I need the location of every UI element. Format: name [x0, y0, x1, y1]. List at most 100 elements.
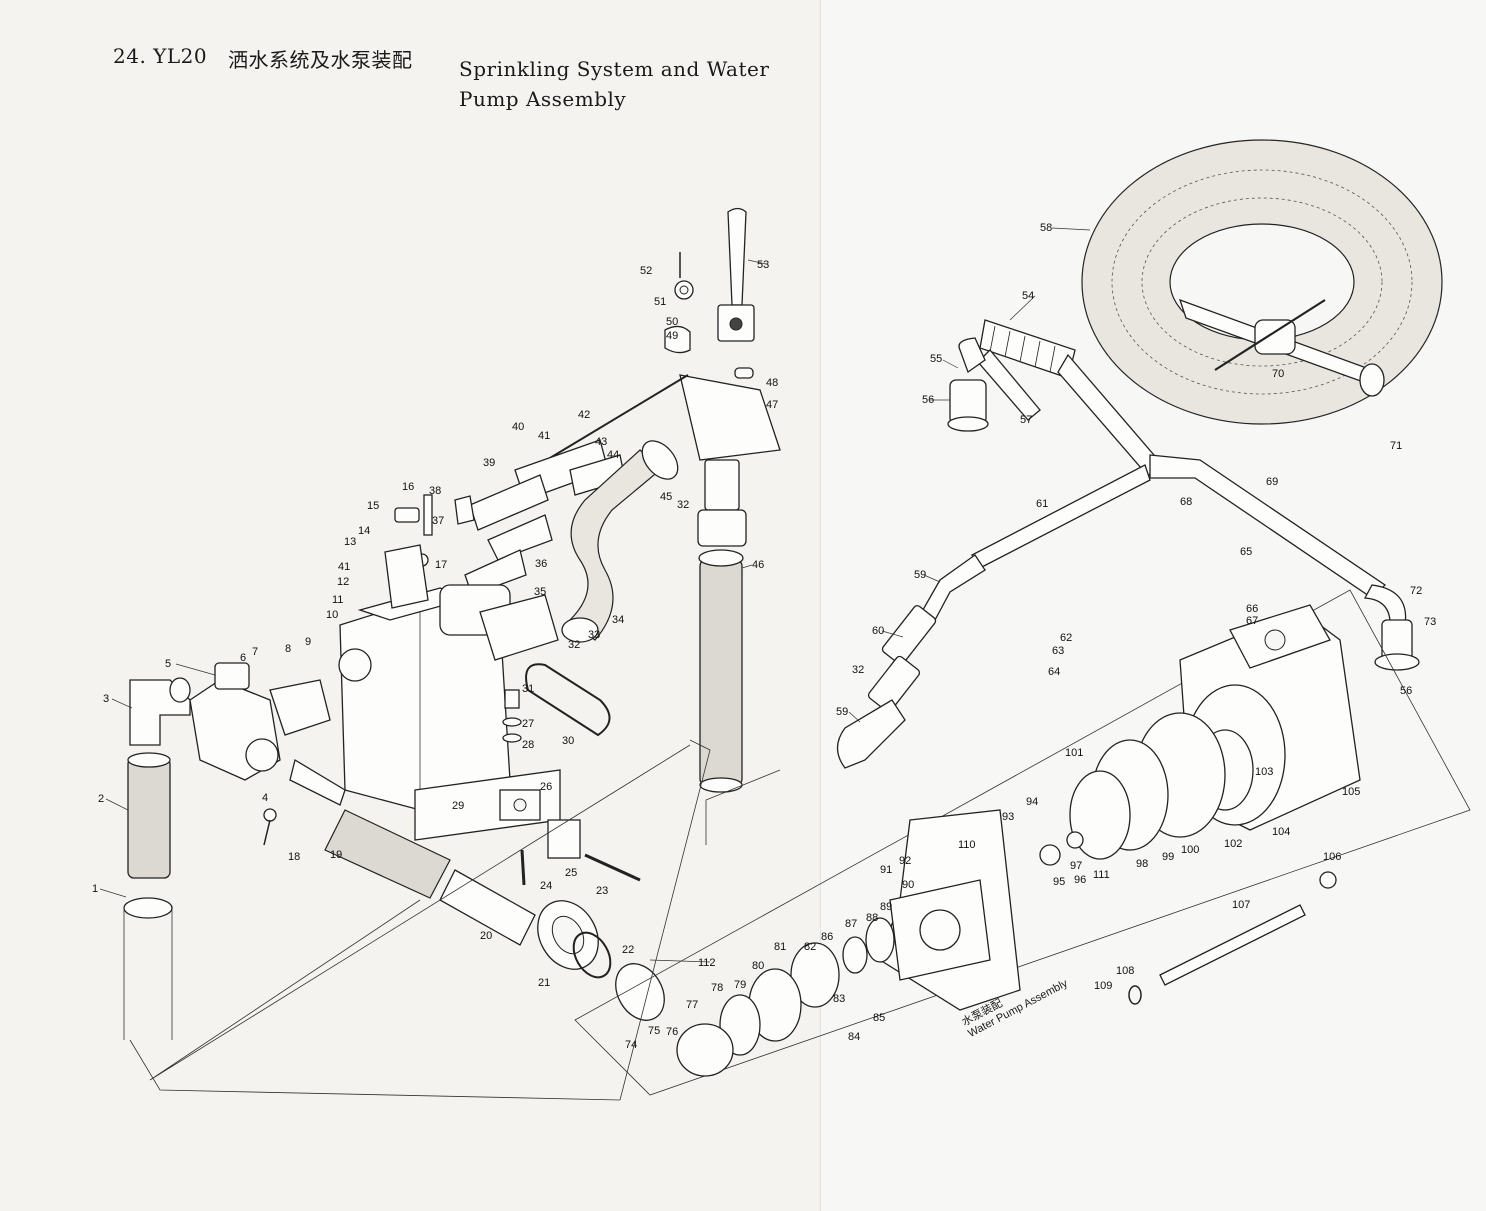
callout-47: 47	[766, 399, 778, 411]
callout-82: 82	[804, 941, 816, 953]
callout-9: 9	[305, 636, 311, 648]
leader-lines	[99, 227, 1091, 963]
callout-42: 42	[578, 409, 590, 421]
callout-102: 102	[1224, 838, 1242, 850]
callout-13: 13	[344, 536, 356, 548]
callout-58: 58	[1040, 222, 1052, 234]
callout-109: 109	[1094, 980, 1112, 992]
callout-86: 86	[821, 931, 833, 943]
callout-92: 92	[899, 855, 911, 867]
callout-97: 97	[1070, 860, 1082, 872]
callout-26: 26	[540, 781, 552, 793]
callout-59: 59	[914, 569, 926, 581]
callout-95: 95	[1053, 876, 1065, 888]
callout-52: 52	[640, 265, 652, 277]
callout-49: 49	[666, 330, 678, 342]
pump-assembly-frame	[129, 589, 1471, 1101]
flex-hose	[561, 440, 679, 643]
callout-28: 28	[522, 739, 534, 751]
callout-107: 107	[1232, 899, 1250, 911]
callout-19: 19	[330, 849, 342, 861]
callout-100: 100	[1181, 844, 1199, 856]
callout-96: 96	[1074, 874, 1086, 886]
callout-35: 35	[534, 586, 546, 598]
callout-45: 45	[660, 491, 672, 503]
callout-43: 43	[595, 436, 607, 448]
callout-57: 57	[1020, 414, 1032, 426]
callout-98: 98	[1136, 858, 1148, 870]
pump-housing	[338, 507, 611, 841]
callout-17: 17	[435, 559, 447, 571]
callout-33: 33	[588, 629, 600, 641]
callout-36: 36	[535, 558, 547, 570]
callout-56: 56	[922, 394, 934, 406]
callout-59-b: 59	[836, 706, 848, 718]
callout-51: 51	[654, 296, 666, 308]
callout-108: 108	[1116, 965, 1134, 977]
callout-39: 39	[483, 457, 495, 469]
callout-94: 94	[1026, 796, 1038, 808]
callout-7: 7	[252, 646, 258, 658]
callout-44: 44	[607, 449, 619, 461]
callout-12: 12	[337, 576, 349, 588]
callout-72: 72	[1410, 585, 1422, 597]
callout-53: 53	[757, 259, 769, 271]
outlet-pipes	[324, 809, 665, 1021]
callout-81: 81	[774, 941, 786, 953]
callout-90: 90	[902, 879, 914, 891]
callout-16: 16	[402, 481, 414, 493]
callout-11: 11	[332, 594, 343, 606]
sprinkler-manifold	[919, 319, 1420, 671]
callout-106: 106	[1323, 851, 1341, 863]
callout-68: 68	[1180, 496, 1192, 508]
callout-60: 60	[872, 625, 884, 637]
callout-4: 4	[262, 792, 268, 804]
callout-29: 29	[452, 800, 464, 812]
callout-8: 8	[285, 643, 291, 655]
callout-83: 83	[833, 993, 845, 1005]
callout-73: 73	[1424, 616, 1436, 628]
callout-55: 55	[930, 353, 942, 365]
callout-69: 69	[1266, 476, 1278, 488]
pump-casing	[1069, 604, 1361, 860]
callout-110: 110	[958, 839, 976, 851]
callout-46: 46	[752, 559, 764, 571]
pump-bracket	[676, 809, 1337, 1077]
callout-112: 112	[698, 957, 716, 969]
callout-80: 80	[752, 960, 764, 972]
figure-title-chinese: 洒水系统及水泵装配	[228, 48, 413, 72]
callout-85: 85	[873, 1012, 885, 1024]
callout-65: 65	[1240, 546, 1252, 558]
callout-10: 10	[326, 609, 338, 621]
callout-1: 1	[92, 883, 98, 895]
callout-84: 84	[848, 1031, 860, 1043]
callout-50: 50	[666, 316, 678, 328]
callout-77: 77	[686, 999, 698, 1011]
callout-3: 3	[103, 693, 109, 705]
callout-99: 99	[1162, 851, 1174, 863]
callout-30: 30	[562, 735, 574, 747]
callout-67: 67	[1246, 615, 1258, 627]
control-rod-assembly	[415, 374, 689, 596]
callout-93: 93	[1002, 811, 1014, 823]
callout-2: 2	[98, 793, 104, 805]
callout-40: 40	[512, 421, 524, 433]
callout-56-b: 56	[1400, 685, 1412, 697]
callout-78: 78	[711, 982, 723, 994]
valve-and-lever	[664, 207, 781, 793]
callout-24: 24	[540, 880, 552, 892]
callout-6: 6	[240, 652, 246, 664]
suction-hose-lower	[836, 605, 937, 769]
callout-labels: 1 2 3 4 5 6 7 8 9 10 11 12 13 14 15 16 1…	[92, 222, 1436, 1051]
callout-104: 104	[1272, 826, 1290, 838]
callout-15: 15	[367, 500, 379, 512]
callout-37: 37	[432, 515, 444, 527]
callout-38: 38	[429, 485, 441, 497]
callout-64: 64	[1048, 666, 1060, 678]
callout-14: 14	[358, 525, 370, 537]
reel-axle	[1178, 298, 1385, 397]
callout-62: 62	[1060, 632, 1072, 644]
callout-63: 63	[1052, 645, 1064, 657]
callout-25: 25	[565, 867, 577, 879]
